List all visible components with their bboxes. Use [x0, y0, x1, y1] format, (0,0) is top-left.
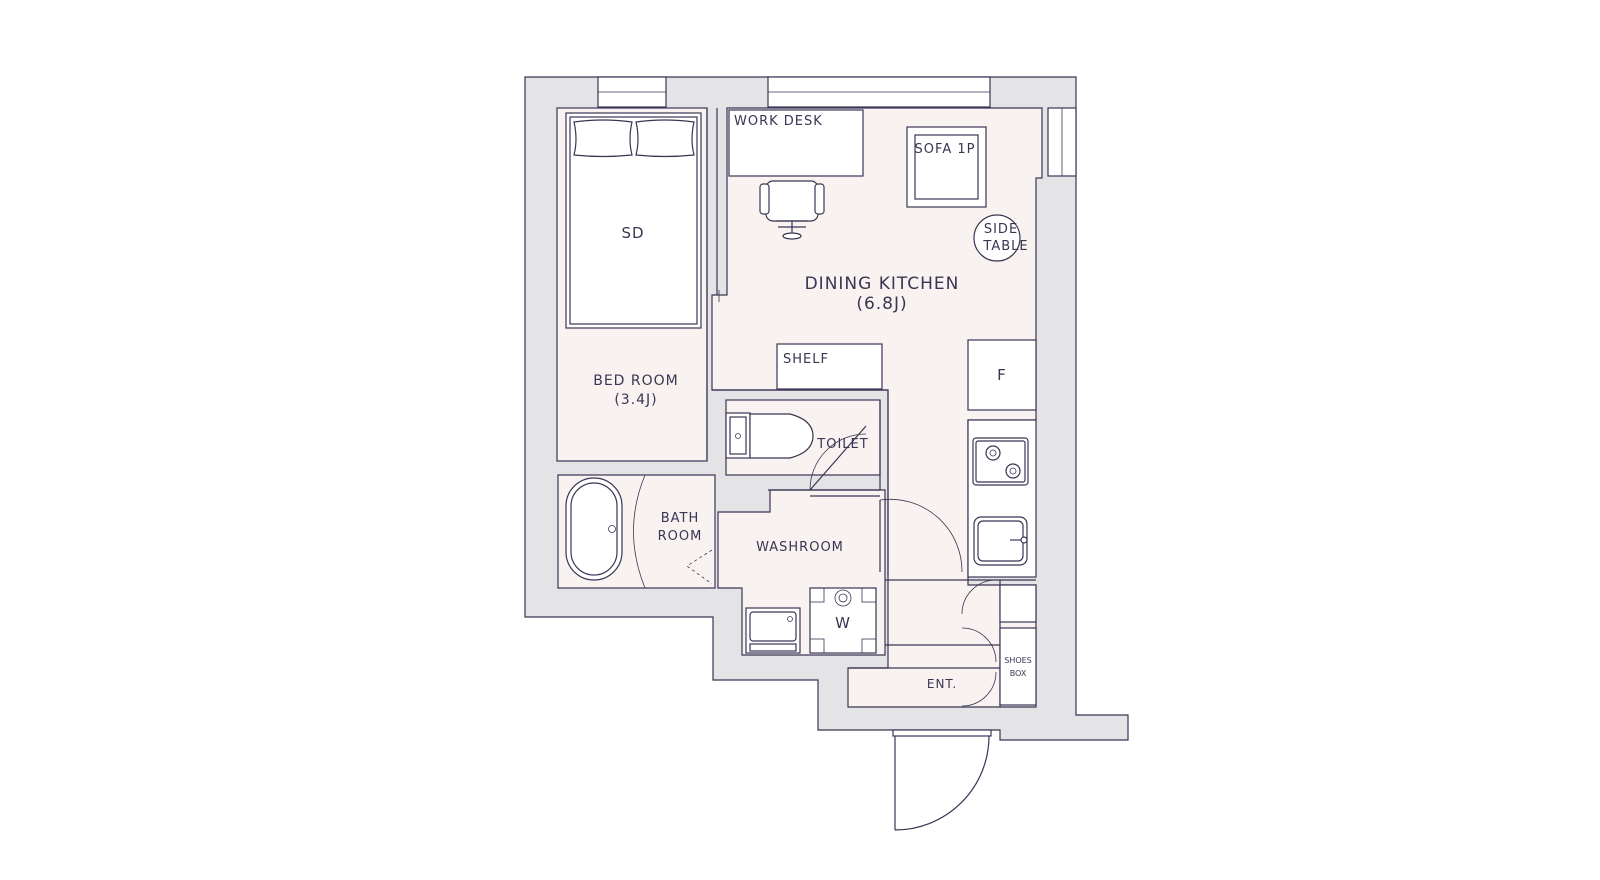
sofa-1p: [906, 126, 987, 208]
fridge-label: F: [997, 366, 1007, 384]
bath-name-2: ROOM: [658, 529, 703, 544]
side-table: [973, 214, 1021, 262]
dining-kitchen: WORK DESK SOFA 1P SIDE TABLE DINING KITC…: [728, 109, 1037, 578]
side-table-label-2: TABLE: [982, 239, 1028, 254]
cabinet: [999, 584, 1037, 623]
bathtub: [565, 477, 623, 581]
work-desk: [728, 109, 864, 177]
sink: [973, 516, 1028, 566]
bed-label: SD: [621, 224, 644, 242]
shoes-box-label-2: BOX: [1010, 669, 1027, 678]
shoes-box-label-1: SHOES: [1004, 656, 1032, 665]
side-table-label-1: SIDE: [984, 222, 1018, 237]
toilet-bowl: [749, 413, 814, 459]
toilet-room: TOILET: [725, 412, 868, 491]
bedroom-size: (3.4J): [614, 392, 657, 408]
washer-label: W: [835, 614, 851, 632]
pillow-left: [573, 119, 633, 158]
bedroom: SD BED ROOM (3.4J): [565, 112, 702, 408]
wash-basin: [745, 607, 801, 654]
dining-kitchen-name: DINING KITCHEN: [805, 274, 960, 294]
sofa-label: SOFA 1P: [915, 142, 976, 157]
entrance-door-leaf: [892, 729, 992, 737]
dining-kitchen-size: (6.8J): [856, 294, 907, 314]
shelf: [776, 343, 883, 390]
kitchen-counter: [967, 419, 1037, 578]
fridge: [967, 339, 1037, 411]
partitions: [706, 108, 1036, 707]
washroom-name: WASHROOM: [756, 540, 844, 555]
bedroom-name: BED ROOM: [593, 373, 679, 389]
bath-room: BATH ROOM: [565, 474, 713, 589]
shelf-label: SHELF: [783, 352, 829, 367]
entrance-name: ENT.: [927, 677, 957, 691]
desk-chair: [759, 180, 825, 240]
washing-machine: [809, 587, 877, 654]
stove: [972, 437, 1029, 486]
entrance: ENT. SHOES BOX: [892, 579, 1037, 831]
shoes-box: [999, 627, 1037, 706]
pillow-right: [635, 119, 695, 158]
bath-name-1: BATH: [661, 511, 700, 526]
windows: [597, 76, 1077, 177]
dining-kitchen-floor: [711, 107, 1043, 708]
washroom: WASHROOM W: [745, 498, 963, 654]
work-desk-label: WORK DESK: [734, 114, 823, 129]
